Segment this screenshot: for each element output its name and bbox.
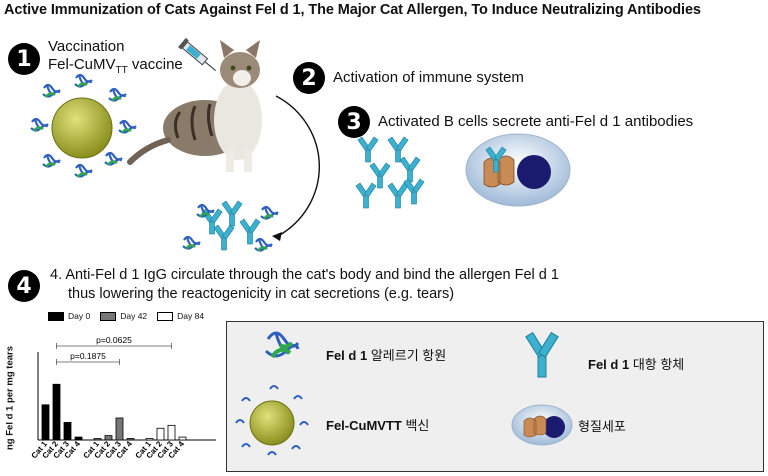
bar-day0-cat4 [74,436,83,441]
step-1-text: Vaccination Fel-CuMVTT vaccine [48,38,183,80]
step-4-line1: 4. Anti-Fel d 1 IgG circulate through th… [50,267,559,283]
legend-day0: Day 0 [48,311,90,321]
syringe-icon [178,37,217,72]
legend-allergen-label: Fel d 1 알레르기 항원 [326,345,446,364]
antibody-cluster-icon [355,136,425,209]
legend-icons [235,331,573,456]
legend-day84: Day 84 [157,311,204,321]
chart-ylabel-wrap: ng Fel d 1 per mg tears [0,322,20,474]
step-number-4: 4 [8,270,40,302]
flow-arrow [272,95,321,241]
vaccine-suffix: vaccine [127,56,183,73]
plasma-cell-legend-icon [511,404,573,446]
step-4-line2: thus lowering the reactogenicity in cat … [68,286,455,302]
bar-day0-cat1 [41,404,50,441]
step-3-text: Activated B cells secrete anti-Fel d 1 a… [378,113,694,130]
legend-allergen-bold: Fel d 1 [326,348,368,363]
bar-day84-cat4 [178,436,187,441]
vaccine-name: Fel-CuMV [48,56,116,73]
legend-antibody-label: Fel d 1 대항 항체 [588,354,684,373]
step-number-3: 3 [338,106,370,138]
legend-vaccine-rest: 백신 [405,418,430,433]
step-4: 4 [8,270,40,302]
legend-swatch-day42 [100,311,117,321]
legend-vaccine-label: Fel-CuMVTT 백신 [326,415,429,434]
chart-ylabel: ng Fel d 1 per mg tears [4,346,16,450]
legend-day0-label: Day 0 [68,311,91,321]
bar-day84-cat1 [145,438,154,441]
pvalue-0625-label: p=0.0625 [96,335,132,345]
legend-day42-label: Day 42 [120,311,148,321]
chart-legend: Day 0 Day 42 Day 84 [48,311,204,321]
step-4-text: 4. Anti-Fel d 1 IgG circulate through th… [50,266,559,304]
bar-day84-cat3 [167,424,176,441]
legend-plasma-rest: 형질세포 [578,419,626,434]
step-1-line2: Fel-CuMVTT vaccine [48,56,183,80]
legend-swatch-day84 [157,311,174,321]
step-number-1: 1 [8,43,40,75]
vaccine-subscript: TT [115,65,128,76]
bar-day42-cat3 [115,417,124,441]
step-3: 3 Activated B cells secrete anti-Fel d 1… [338,106,693,138]
legend-vaccine-bold: Fel-CuMVTT [326,418,402,433]
bound-complex-icon [181,200,280,253]
illustration-area [29,37,571,253]
legend-allergen-rest: 알레르기 항원 [370,348,447,363]
bar-day42-cat2 [104,435,113,441]
vaccine-legend-icon [235,385,309,456]
step-1-line1: Vaccination [48,38,125,55]
allergen-legend-icon [264,331,300,359]
page-title: Active Immunization of Cats Against Fel … [4,2,701,18]
step-1: 1 Vaccination Fel-CuMVTT vaccine [8,38,183,80]
bar-day0-cat2 [52,383,61,441]
pvalue-1875-label: p=0.1875 [70,351,106,361]
step-2-text: Activation of immune system [333,69,524,86]
legend-plasma-label: 형질세포 [578,416,626,435]
vaccine-particle-icon [29,73,138,179]
plasma-cell-icon [465,133,571,207]
antibody-legend-icon [525,331,559,378]
legend-antibody-rest: 대항 항체 [632,357,685,372]
step-number-2: 2 [293,62,325,94]
bar-day0-cat3 [63,422,72,441]
legend-day42: Day 42 [100,311,147,321]
bar-day42-cat4 [126,438,135,441]
legend-panel [226,321,764,472]
legend-swatch-day0 [48,311,64,321]
step-2: 2 Activation of immune system [293,62,524,94]
bar-day42-cat1 [93,438,102,441]
legend-antibody-bold: Fel d 1 [588,357,630,372]
legend-day84-label: Day 84 [177,311,205,321]
bar-day84-cat2 [156,427,165,441]
cat-image [127,40,262,172]
